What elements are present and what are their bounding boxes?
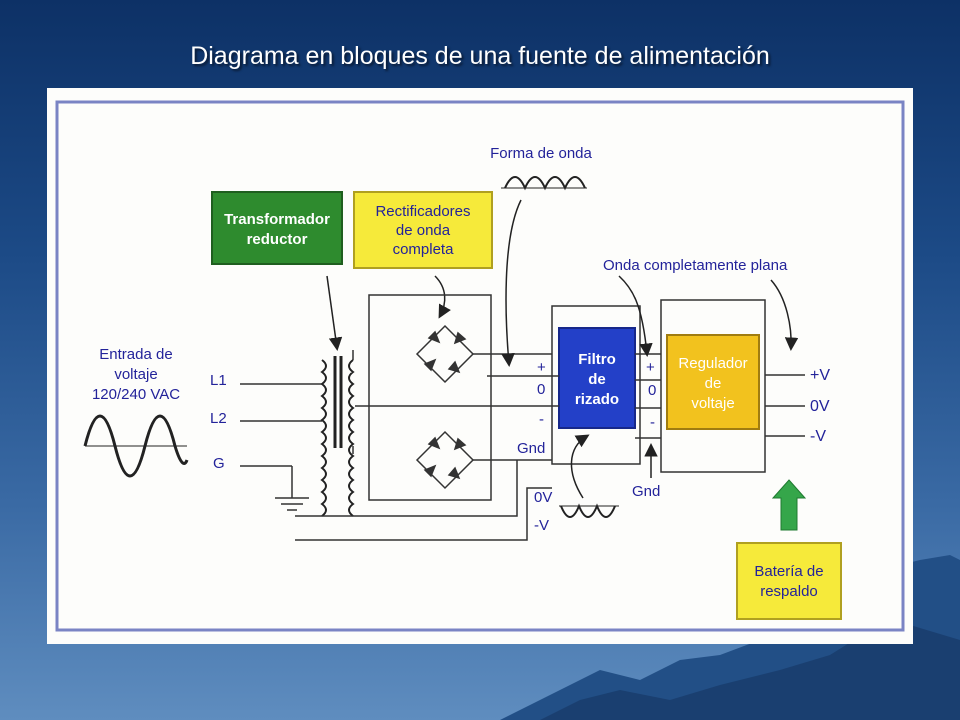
- lower-label-minus-v: -V: [534, 517, 549, 534]
- rectifier-label-line-3: completa: [393, 241, 455, 258]
- terminal-g-label: G: [213, 455, 225, 472]
- arrow-flat-wave-2: [770, 279, 799, 351]
- filter-label-line-2: de: [588, 371, 606, 388]
- rectified-wave-icon: [504, 176, 586, 191]
- filter-pin-gnd: Gnd: [517, 440, 545, 457]
- diode-bridge-bottom: [415, 430, 475, 490]
- lower-label-0v: 0V: [534, 489, 552, 506]
- regulator-label-line-1: Regulador: [678, 355, 747, 372]
- output-zero-v: 0V: [810, 398, 830, 415]
- rectifier-box: [353, 191, 493, 269]
- input-label-line-1: Entrada de: [99, 346, 172, 363]
- rectifier-enclosure: [368, 294, 492, 501]
- slide-title: Diagrama en bloques de una fuente de ali…: [190, 42, 770, 70]
- wire-return-1: [295, 460, 518, 517]
- battery-label-line-1: Batería de: [754, 563, 823, 580]
- filter-label-line-1: Filtro: [578, 351, 616, 368]
- input-label-line-3: 120/240 VAC: [92, 386, 180, 403]
- diagram-border: [55, 100, 905, 632]
- arrow-rectifier: [434, 275, 451, 319]
- filter-enclosure: [551, 305, 641, 465]
- output-minus-v: -V: [810, 428, 826, 445]
- filter-pin-zero: 0: [537, 381, 545, 398]
- terminal-l1-label: L1: [210, 372, 227, 389]
- battery-label-line-2: respaldo: [760, 583, 818, 600]
- rectifier-label-line-1: Rectificadores: [375, 203, 470, 220]
- rectifier-label-line-2: de onda: [396, 222, 451, 239]
- ripple-wave-icon: [560, 503, 616, 518]
- filter-pin-minus: -: [539, 411, 544, 428]
- waveform-label: Forma de onda: [490, 145, 592, 162]
- regulator-box: [666, 334, 760, 430]
- arrow-waveform: [501, 199, 522, 367]
- output-plus-v: +V: [810, 367, 830, 384]
- regulator-label-line-3: voltaje: [691, 395, 734, 412]
- power-supply-diagram: Entrada de voltaje 120/240 VAC L1 L2 G T…: [55, 100, 905, 632]
- transformer-box: [211, 191, 343, 265]
- arrow-ripple: [570, 434, 590, 499]
- diode-bridge-top: [415, 324, 475, 384]
- regulator-pin-minus: -: [650, 414, 655, 431]
- regulator-enclosure: [660, 299, 766, 473]
- ground-symbol: [275, 497, 309, 511]
- filter-label-line-3: rizado: [575, 391, 619, 408]
- regulator-pin-zero: 0: [648, 382, 656, 399]
- terminal-l2-label: L2: [210, 410, 227, 427]
- regulator-label-line-2: de: [705, 375, 722, 392]
- transformer-label-line-2: reductor: [247, 231, 308, 248]
- battery-box: [736, 542, 842, 620]
- battery-up-arrow: [771, 479, 807, 531]
- arrow-transformer: [326, 275, 343, 351]
- regulator-gnd-label: Gnd: [632, 483, 660, 500]
- regulator-pin-plus: +: [646, 359, 655, 376]
- arrow-flat-wave: [618, 275, 653, 357]
- transformer-symbol: [320, 356, 355, 517]
- transformer-label-line-1: Transformador: [224, 211, 330, 228]
- input-label-line-2: voltaje: [114, 366, 157, 383]
- flat-wave-label: Onda completamente plana: [603, 257, 788, 274]
- diagram-panel: Entrada de voltaje 120/240 VAC L1 L2 G T…: [47, 88, 913, 644]
- filter-box: [558, 327, 636, 429]
- filter-pin-plus: +: [537, 359, 546, 376]
- wire-return-2: [295, 487, 552, 541]
